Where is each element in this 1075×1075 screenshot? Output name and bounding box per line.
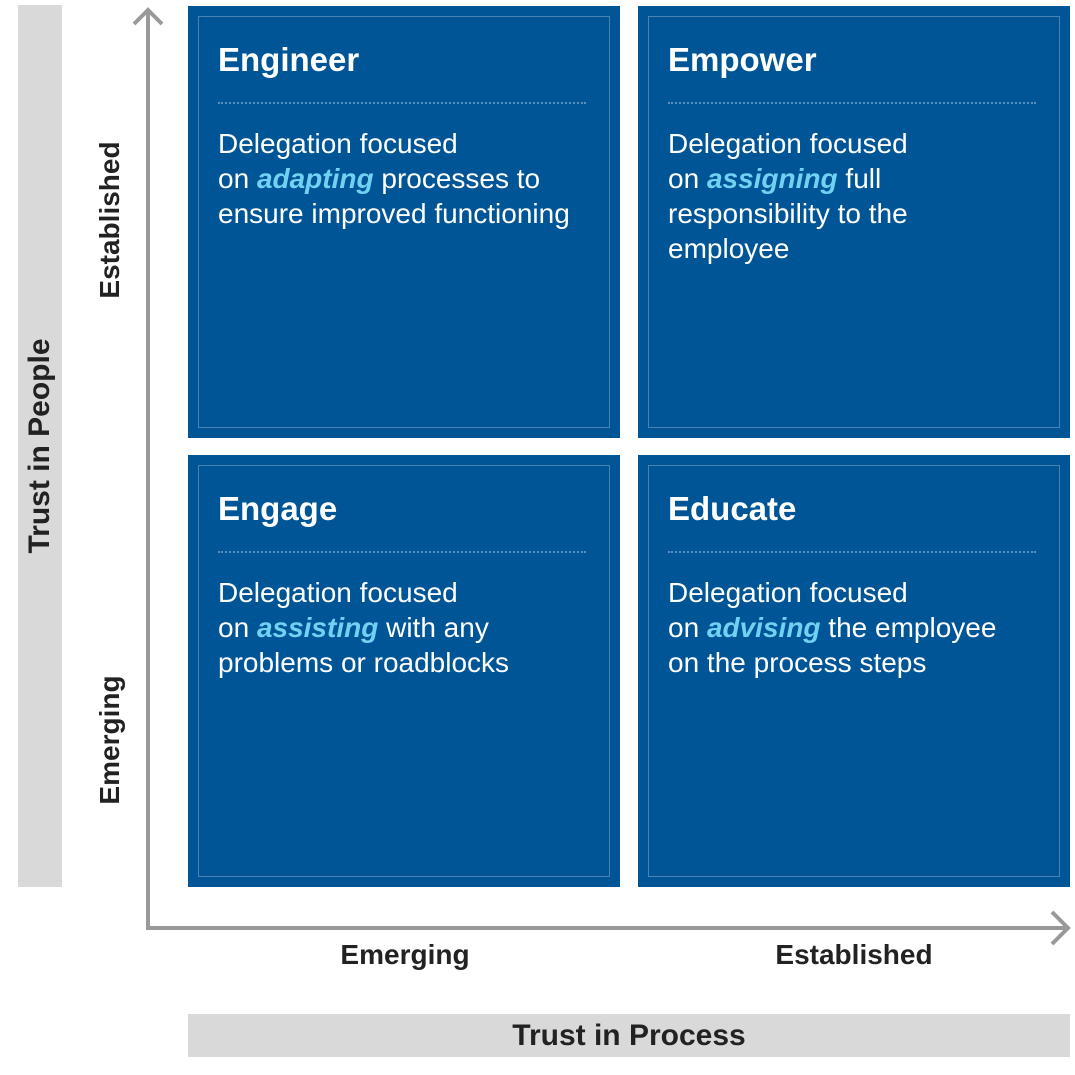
quadrant-title: Engage: [218, 490, 338, 527]
x-axis-arrowhead: [1050, 910, 1071, 946]
y-axis-arrowhead: [132, 7, 164, 26]
quadrant-inner-border: [648, 465, 1060, 877]
y-axis-band: [18, 5, 62, 887]
dotted-divider: [668, 102, 1036, 104]
highlight-word: assigning: [706, 163, 838, 194]
dotted-divider: [218, 102, 586, 104]
quadrant-inner-border: [198, 16, 610, 428]
dotted-divider: [668, 551, 1036, 553]
highlight-word: advising: [706, 612, 821, 643]
highlight-word: assisting: [256, 612, 379, 643]
x-axis-title: Trust in Process: [512, 1019, 746, 1052]
highlight-word: adapting: [256, 163, 374, 194]
quadrant-title: Educate: [668, 490, 797, 527]
quadrant-inner-border: [648, 16, 1060, 428]
quadrant-title: Engineer: [218, 41, 360, 78]
quadrant-title: Empower: [668, 41, 817, 78]
x-level-emerging: Emerging: [340, 939, 470, 970]
quadrant-inner-border: [198, 465, 610, 877]
x-level-established: Established: [775, 939, 933, 970]
x-axis-band: [188, 1014, 1070, 1057]
dotted-divider: [218, 551, 586, 553]
